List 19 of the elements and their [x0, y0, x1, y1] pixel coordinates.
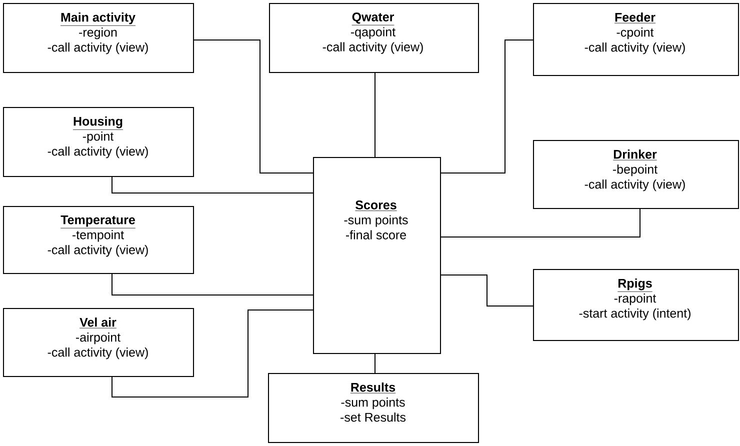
connector-line	[112, 176, 314, 194]
class-box: Main activity -region -call activity (view)	[3, 3, 194, 73]
connector-line	[194, 40, 314, 174]
connector-line	[112, 274, 314, 296]
class-box: Results -sum points -set Results	[268, 373, 479, 443]
class-box: Drinker -bepoint -call activity (view)	[533, 140, 739, 209]
connector-line	[440, 208, 640, 238]
class-box: Vel air -airpoint -call activity (view)	[3, 308, 194, 377]
connector-line	[440, 40, 534, 174]
class-box: Temperature -tempoint -call activity (view)	[3, 206, 194, 274]
class-box: Rpigs -rapoint -start activity (intent)	[533, 269, 739, 341]
class-box: Qwater -qapoint -call activity (view)	[269, 3, 479, 73]
class-box: Feeder -cpoint -call activity (view)	[533, 3, 739, 76]
connector-line	[112, 310, 314, 398]
connector-line	[440, 274, 534, 306]
class-box: Housing -point -call activity (view)	[3, 107, 194, 177]
class-box: Scores -sum points -final score	[313, 157, 441, 354]
connector-line	[374, 354, 376, 374]
connector-line	[374, 72, 376, 158]
